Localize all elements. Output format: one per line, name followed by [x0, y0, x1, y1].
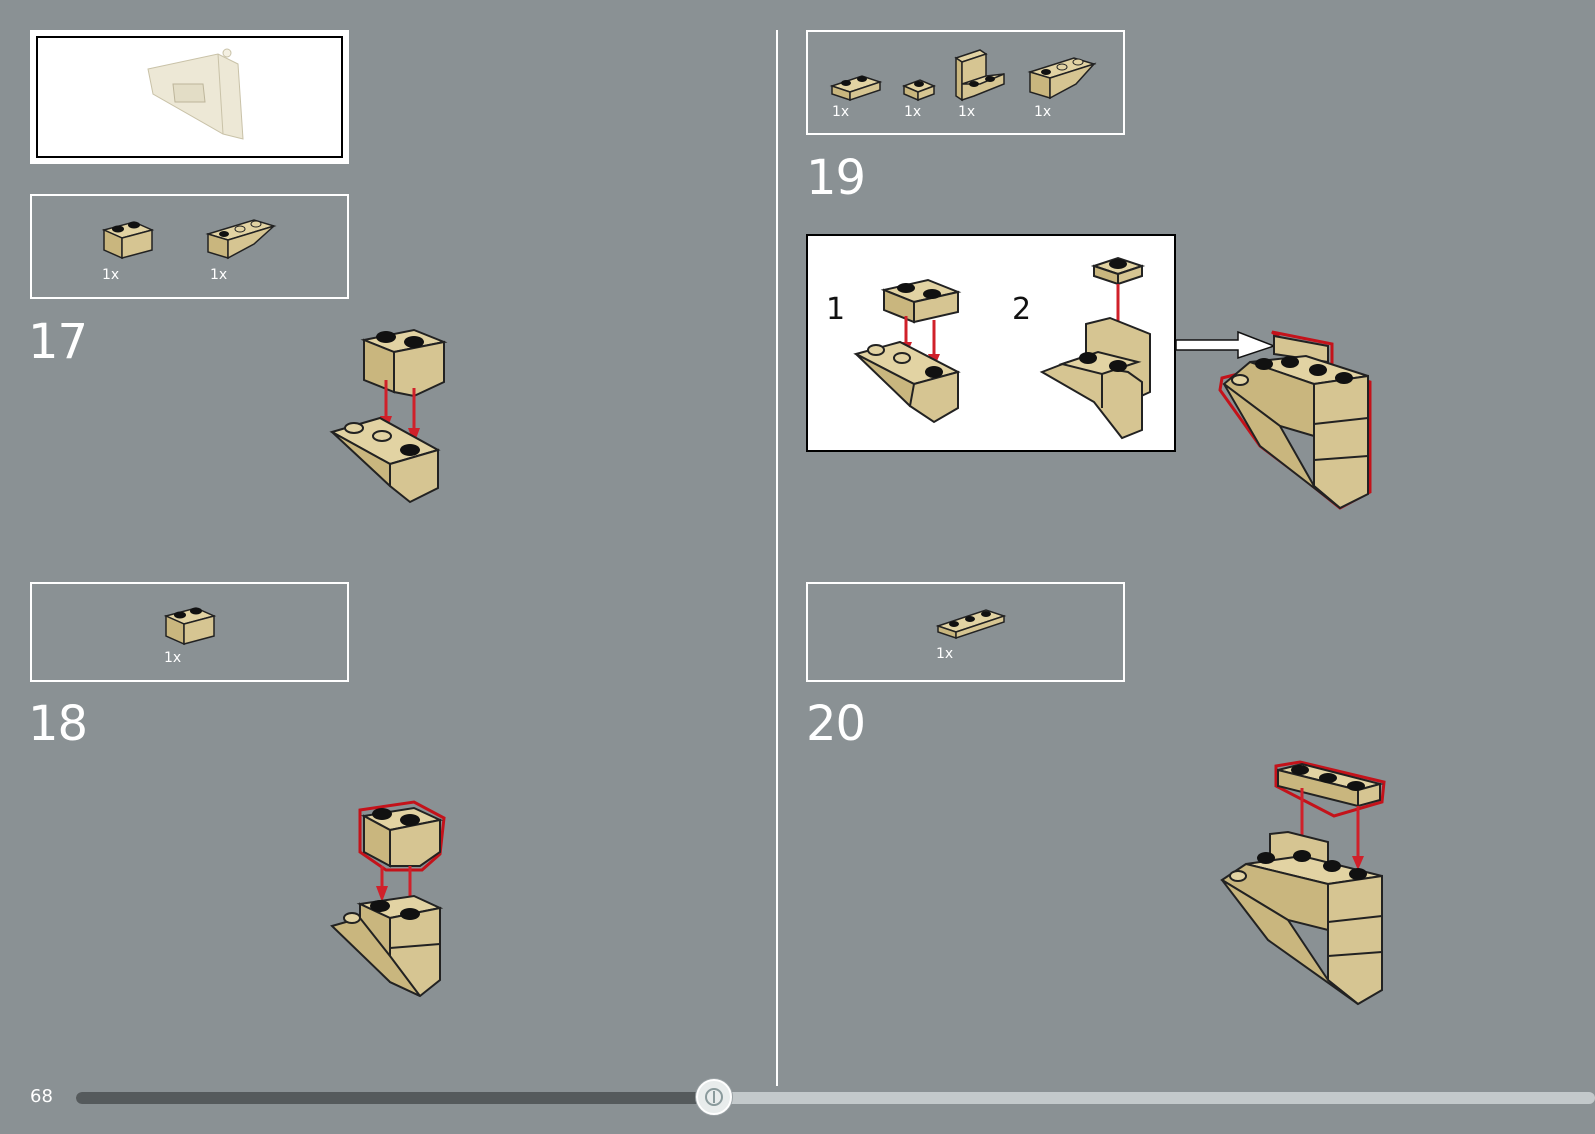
substep-2-illustration — [1039, 256, 1151, 440]
part-qty: 1x — [1034, 104, 1052, 120]
callout-arrow-icon — [1175, 330, 1277, 360]
substep-panel: 1 2 — [806, 234, 1176, 452]
part-qty: 1x — [904, 104, 922, 120]
step-number: 19 — [806, 150, 866, 206]
slope-inverted-1x3-icon — [205, 219, 277, 260]
part-qty: 1x — [210, 267, 228, 283]
substep-1-illustration — [853, 278, 962, 424]
parts-list-step-19: 1x 1x 1x 1x — [806, 30, 1125, 135]
substep-label: 1 — [826, 292, 846, 327]
step-number: 18 — [28, 696, 88, 752]
step-18-assembly-illustration — [330, 800, 446, 998]
progress-handle-ring — [705, 1088, 723, 1106]
model-preview-frame — [30, 30, 349, 164]
page-number: 68 — [30, 1086, 53, 1107]
step-number: 17 — [28, 314, 88, 370]
step-number: 20 — [806, 696, 866, 752]
step-19-assembly-illustration — [1218, 330, 1372, 510]
progress-handle-bar — [713, 1091, 715, 1103]
parts-list-step-18: 1x — [30, 582, 349, 682]
part-qty: 1x — [832, 104, 850, 120]
parts-list-step-20: 1x — [806, 582, 1125, 682]
part-qty: 1x — [164, 650, 182, 666]
model-preview-icon — [147, 48, 244, 140]
part-qty: 1x — [958, 104, 976, 120]
parts-list-step-17: 1x 1x — [30, 194, 349, 299]
plate-1x3-icon — [935, 609, 1007, 640]
step-17-assembly-illustration — [329, 328, 448, 504]
progress-handle-icon[interactable] — [696, 1079, 732, 1115]
substep-label: 2 — [1012, 292, 1032, 327]
part-qty: 1x — [936, 646, 954, 662]
page-divider — [776, 30, 778, 1086]
part-qty: 1x — [102, 267, 120, 283]
step-20-assembly-illustration — [1220, 760, 1386, 1006]
bracket-1x2-icon — [954, 49, 1005, 102]
plate-1x1-icon — [901, 79, 937, 102]
brick-1x2-icon — [101, 221, 155, 260]
progress-fill — [76, 1092, 714, 1104]
slope-inverted-1x3-icon — [1027, 57, 1097, 100]
plate-1x2-icon — [829, 75, 883, 102]
brick-1x2-icon — [163, 607, 217, 646]
model-preview-inner — [36, 36, 343, 158]
